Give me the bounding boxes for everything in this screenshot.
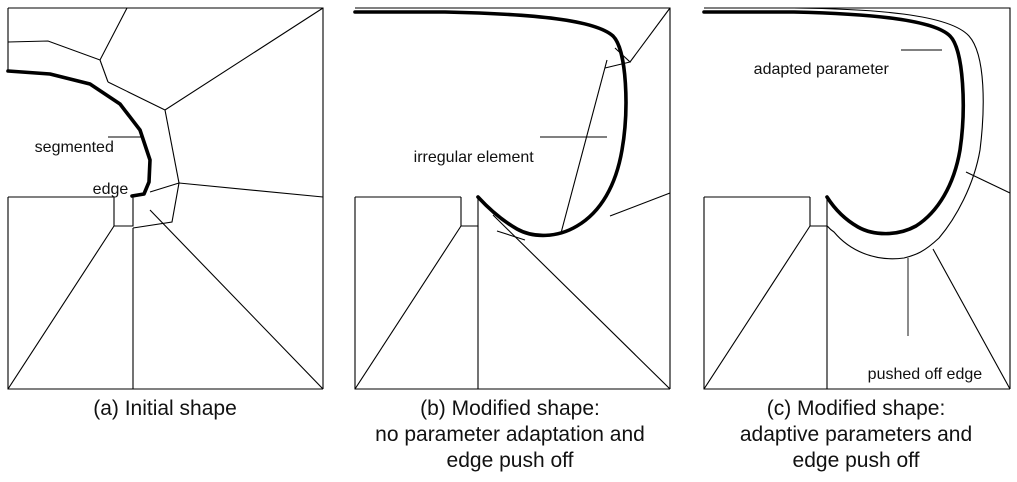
caption-line: no parameter adaptation and [375,423,645,446]
adapted-edge-curve [702,10,965,236]
caption-b: (b) Modified shape: no parameter adaptat… [350,396,670,474]
panel-b-diagram [353,7,671,390]
caption-line: edge push off [446,449,574,472]
panel-c-diagram [702,7,1011,390]
panel-b: irregular element (b) Modified shape: no… [345,0,675,482]
callout-line: pushed off edge [867,366,983,383]
caption-line: (c) Modified shape: [766,397,946,420]
callout-pushed-off-edge: pushed off edge [841,343,982,406]
callout-segmented-edge: segmented edge [8,116,129,221]
callout-line: adapted parameter [753,61,889,78]
panel-a: segmented edge (a) Initial shape [0,0,330,482]
callout-line: edge [92,181,129,198]
panel-a-diagram [6,7,324,390]
panel-c: adapted parameter pushed off edge (c) Mo… [694,0,1017,482]
callout-line: irregular element [413,149,534,166]
modified-edge-curve [353,10,628,238]
callout-adapted-parameter: adapted parameter [727,38,889,101]
callout-irregular-element: irregular element [387,126,534,189]
caption-line: adaptive parameters and [739,423,973,446]
segmented-edge-curve [6,69,152,198]
callout-line: segmented [34,139,114,156]
caption-line: (b) Modified shape: [420,397,600,420]
pushed-off-edge-curve [704,7,984,260]
caption-line: (a) Initial shape [93,397,237,420]
caption-a: (a) Initial shape [5,396,325,422]
caption-line: edge push off [792,449,920,472]
caption-c: (c) Modified shape: adaptive parameters … [696,396,1016,474]
